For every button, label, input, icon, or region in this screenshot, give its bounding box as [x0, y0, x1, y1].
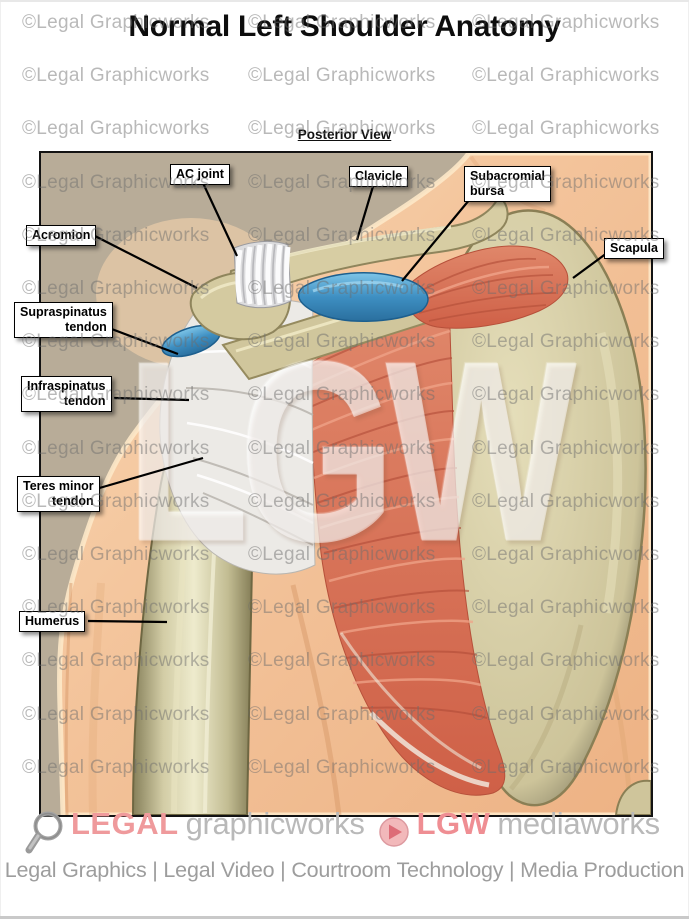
illustration-frame	[39, 150, 654, 818]
footer-tagline: Legal Graphics | Legal Video | Courtroom…	[4, 858, 685, 882]
infraspinatus-teres-muscles	[306, 298, 506, 796]
play-icon	[378, 817, 409, 847]
ac-joint-ligaments	[233, 240, 292, 309]
brand-legal: LEGAL	[71, 806, 179, 841]
brand-graphicworks: graphicworks	[185, 806, 365, 841]
brand-lgw: LGW	[416, 806, 491, 841]
copyright-watermark-text: ©Legal Graphicworks	[248, 65, 436, 86]
scapula-bone	[437, 209, 647, 807]
page-title: Normal Left Shoulder Anatomy	[128, 10, 561, 43]
brand-mediaworks: mediaworks	[497, 806, 660, 841]
magnifier-icon	[25, 811, 63, 854]
footer-logo: LEGAL graphicworks LGW mediaworks	[0, 806, 689, 858]
copyright-watermark-text: ©Legal Graphicworks	[472, 65, 660, 86]
anatomy-illustration	[41, 150, 654, 818]
subtitle-posterior-view: Posterior View	[297, 127, 392, 142]
copyright-watermark-text: ©Legal Graphicworks	[22, 65, 210, 86]
